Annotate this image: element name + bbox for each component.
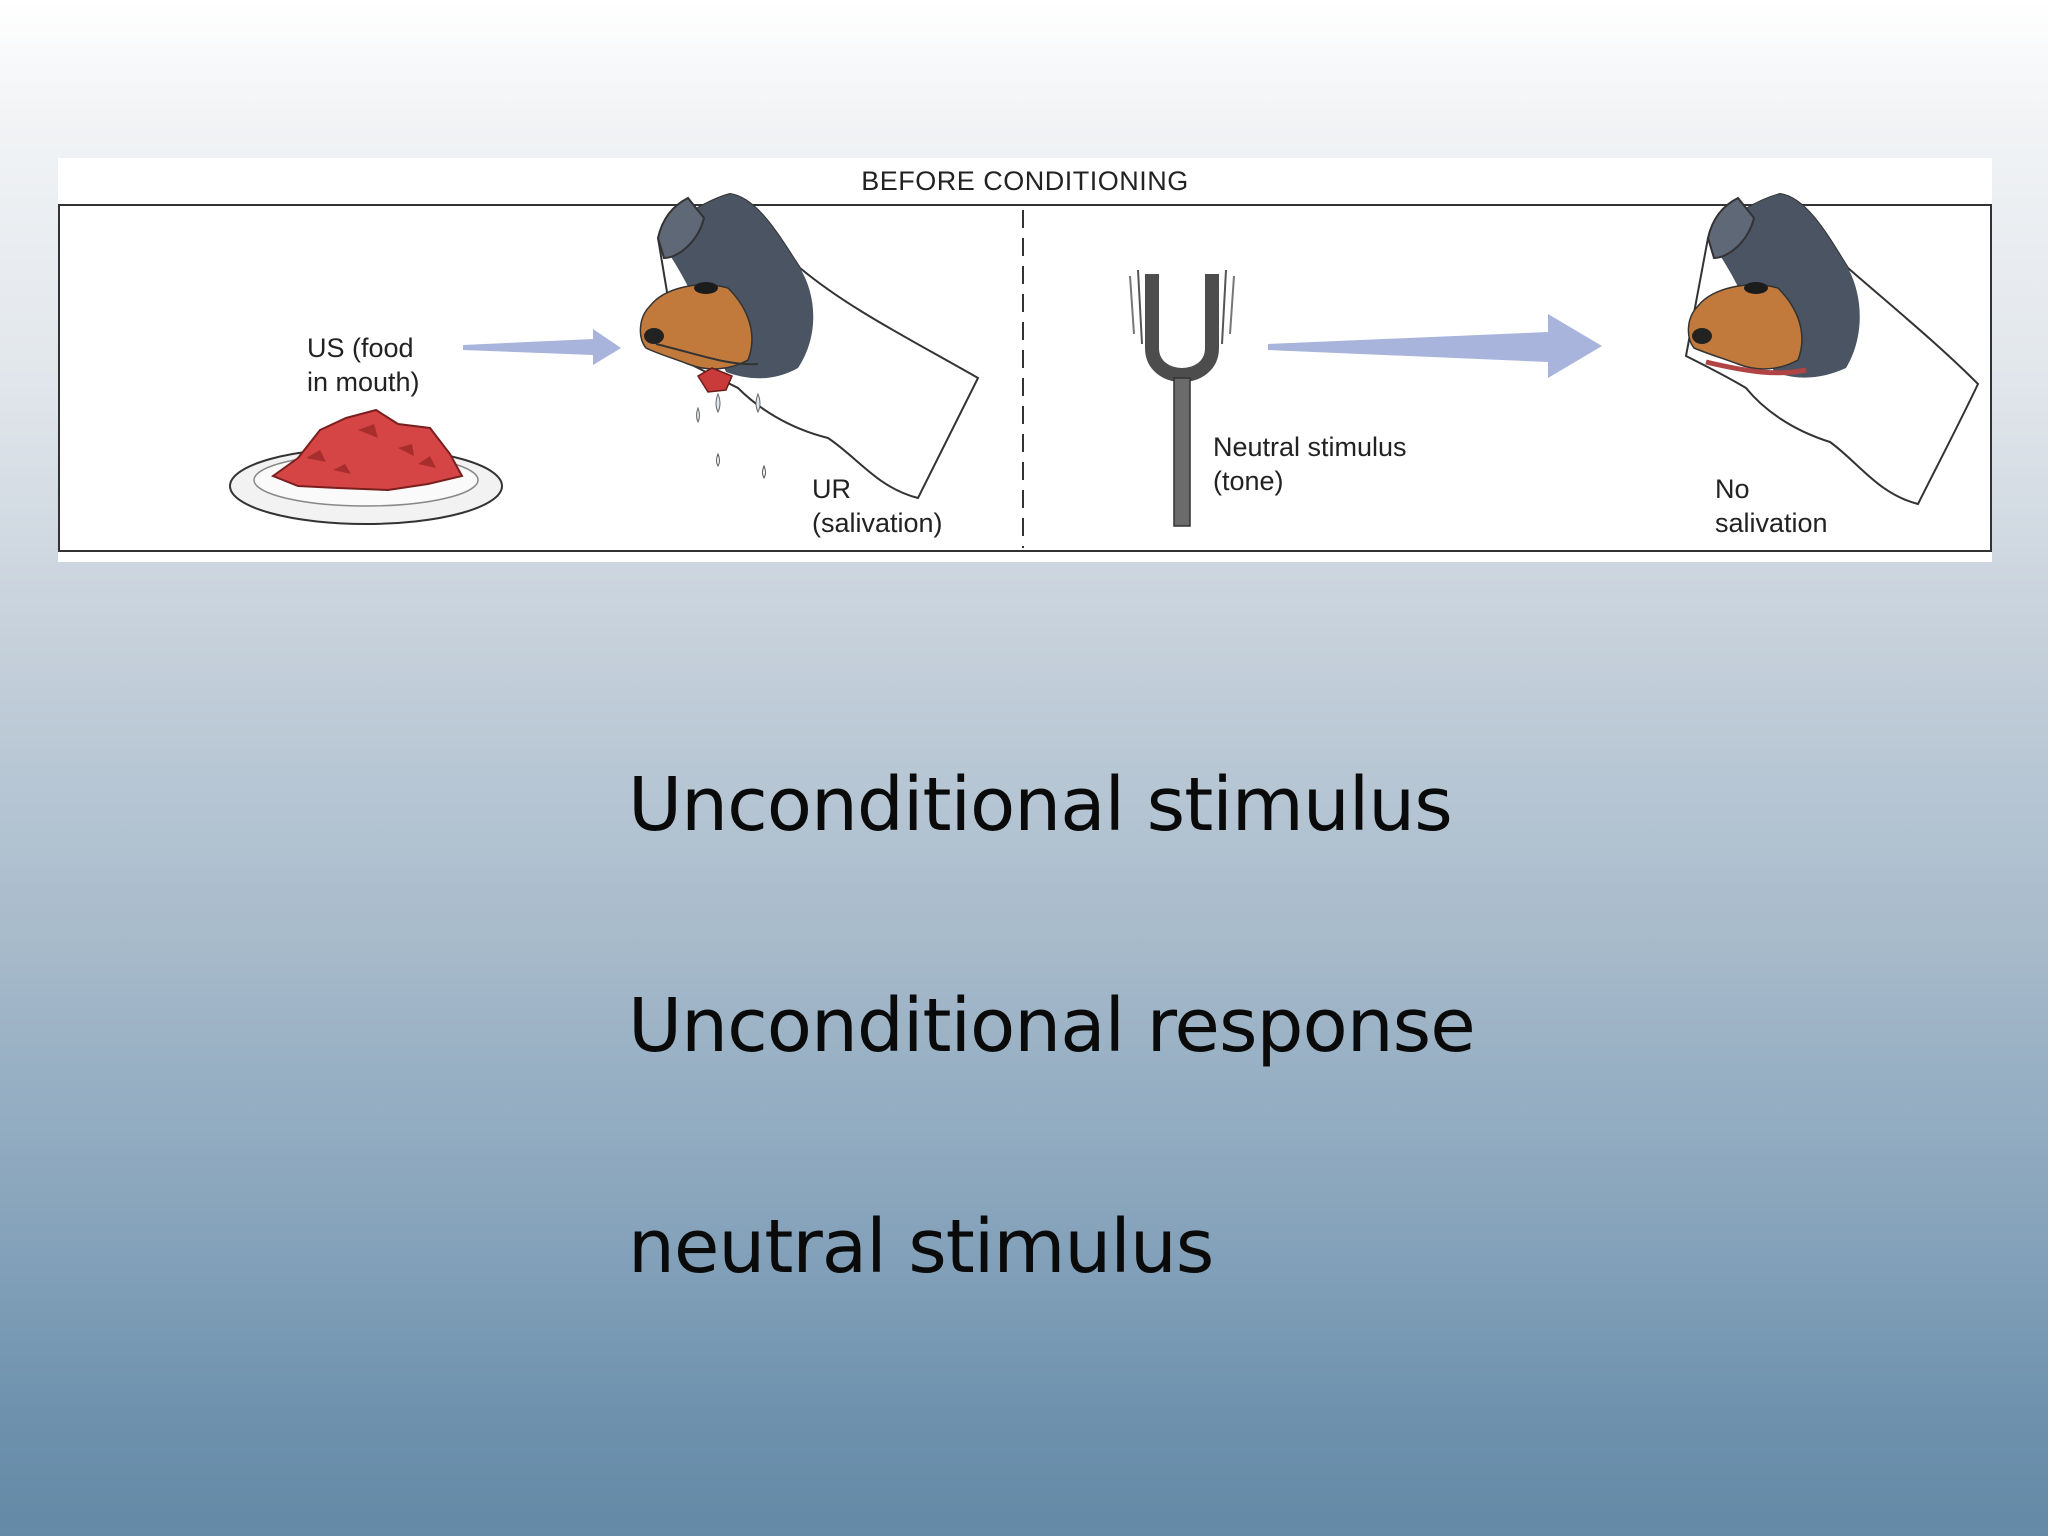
no-salivation-label: No salivation [1715, 472, 1828, 540]
us-label-line2: in mouth) [307, 367, 420, 397]
result-label-line2: salivation [1715, 508, 1828, 538]
figure-caption: BEFORE CONDITIONING [861, 166, 1189, 196]
term-unconditional-response: Unconditional response [628, 983, 1476, 1069]
neutral-stimulus-label: Neutral stimulus (tone) [1213, 430, 1407, 498]
term-neutral-stimulus: neutral stimulus [628, 1204, 1214, 1290]
dog-salivating-icon [639, 192, 980, 500]
neutral-label-line2: (tone) [1213, 466, 1284, 496]
arrow-icon [463, 329, 621, 365]
figure-artwork [58, 158, 1992, 562]
arrow-icon [1268, 314, 1602, 378]
food-plate-icon [229, 408, 503, 525]
ur-label-line2: (salivation) [812, 508, 943, 538]
us-label-line1: US (food [307, 333, 414, 363]
result-label-line1: No [1715, 474, 1750, 504]
ur-label-line1: UR [812, 474, 851, 504]
dog-no-salivation-icon [1684, 192, 1980, 506]
terms-list: Unconditional stimulus Unconditional res… [628, 760, 1476, 1423]
neutral-label-line1: Neutral stimulus [1213, 432, 1407, 462]
us-label: US (food in mouth) [307, 331, 420, 399]
term-unconditional-stimulus: Unconditional stimulus [628, 762, 1453, 848]
tuning-fork-icon [1129, 269, 1235, 527]
ur-label: UR (salivation) [812, 472, 943, 540]
conditioning-figure: BEFORE CONDITIONING US (food in mouth) U… [58, 158, 1992, 562]
